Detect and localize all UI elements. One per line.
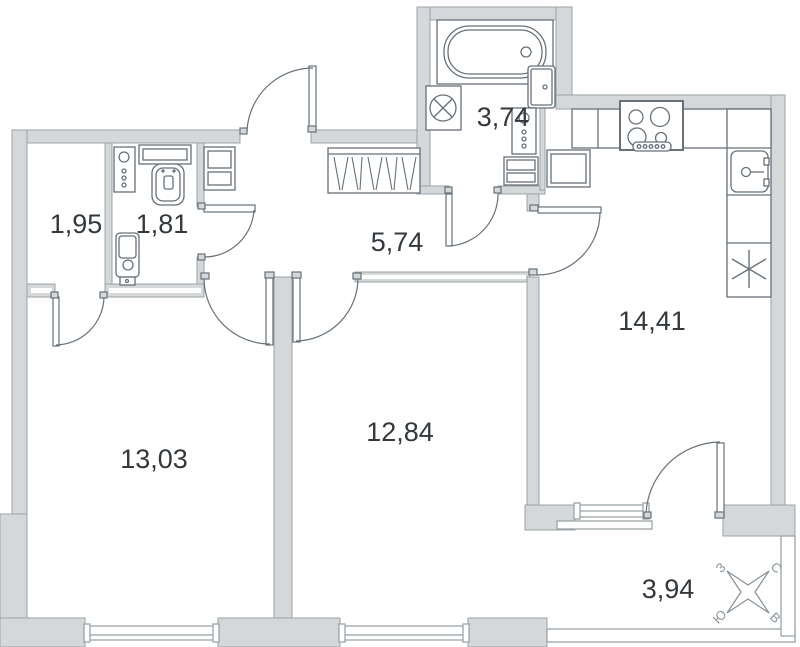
entrance-door [239, 65, 317, 135]
washing-machine [425, 85, 462, 131]
bathroom-cabinet [527, 65, 556, 109]
refrigerator-snowflake-icon [731, 250, 767, 288]
corridor-cabinet [546, 149, 591, 188]
compass-rose: З С Ю В [710, 559, 785, 627]
wc-door [197, 202, 256, 261]
label-bedroom-area: 12,84 [366, 417, 434, 447]
interior-walls [26, 101, 546, 619]
compass-west: З [713, 559, 729, 575]
washbasin [138, 144, 192, 206]
label-kitchen-area: 14,41 [618, 306, 686, 336]
balcony-door [643, 441, 725, 519]
windows [83, 502, 653, 643]
doors [50, 65, 725, 519]
label-wc-area: 1,81 [136, 209, 189, 239]
compass-south: Ю [710, 607, 730, 627]
wardrobe [327, 147, 421, 194]
stove [619, 100, 684, 152]
living-room-door [200, 271, 275, 346]
window-living [83, 623, 220, 643]
bedroom-door [291, 271, 362, 343]
room-labels: 1,95 1,81 3,74 5,74 14,41 13,03 12,84 3,… [50, 102, 695, 604]
compass-star [726, 570, 770, 614]
bathtub [436, 19, 554, 85]
label-bathroom-area: 3,74 [477, 102, 530, 132]
towel-rail-wc [113, 146, 136, 193]
toilet [115, 232, 140, 286]
bathroom-shelf-boxes [503, 156, 539, 186]
label-closet-area: 1,95 [50, 209, 103, 239]
closet-door [50, 291, 108, 347]
window-bedroom [338, 623, 470, 643]
exterior-walls [0, 6, 796, 647]
label-living-area: 13,03 [120, 444, 188, 474]
fixtures [113, 19, 772, 298]
balcony-railing [546, 535, 796, 643]
wall-cores [31, 275, 526, 293]
kitchen-door [528, 204, 602, 276]
bathroom-door [444, 186, 502, 247]
towel-rail-bathroom [511, 107, 537, 155]
kitchen-sink [730, 150, 770, 193]
label-hallway-area: 5,74 [371, 227, 424, 257]
hallway-cabinet [203, 146, 236, 191]
label-balcony-area: 3,94 [642, 574, 695, 604]
